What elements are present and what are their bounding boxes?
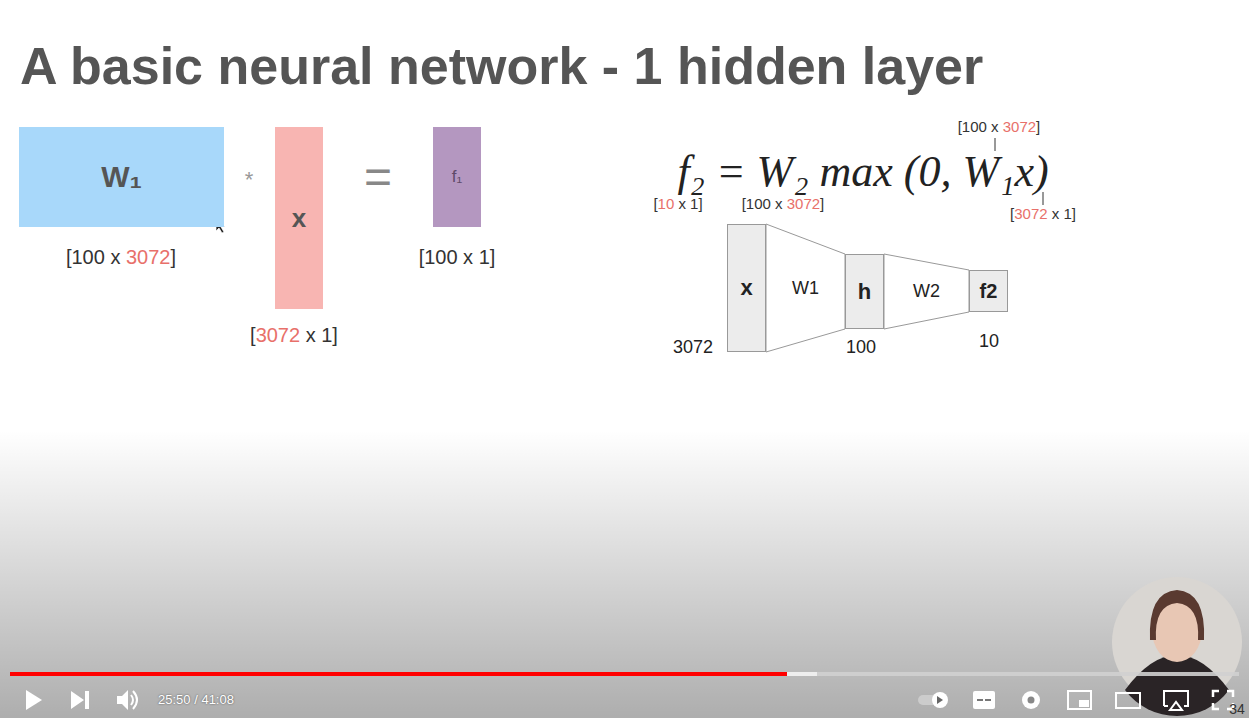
play-icon — [26, 690, 42, 710]
weight-trapezoid: W2 — [884, 254, 969, 329]
airplay-icon — [1164, 691, 1188, 710]
input-layer: x — [727, 224, 766, 352]
progress-track — [10, 672, 1239, 676]
node-text: h — [858, 279, 871, 305]
node-text: f2 — [980, 280, 998, 303]
settings-hole — [1028, 697, 1035, 704]
dimension-label: [100 x 1] — [419, 246, 496, 269]
autoplay-play — [937, 696, 943, 704]
miniplayer-inner — [1079, 700, 1089, 707]
input-vector: x — [275, 127, 323, 309]
subtitles-icon — [973, 691, 995, 709]
operator: = — [364, 149, 392, 204]
subtitles-line — [977, 699, 983, 701]
dimension-label: [3072 x 1] — [1010, 205, 1076, 222]
operator: * — [245, 167, 254, 192]
node-text: x — [292, 203, 306, 234]
trapezoid-shape — [884, 254, 969, 329]
node-text: f₁ — [452, 167, 462, 187]
slide-title: A basic neural network - 1 hidden layer — [20, 36, 983, 96]
weight-matrix: W₁ — [19, 127, 224, 227]
video-time: 25:50 / 41:08 — [158, 693, 234, 708]
weight-trapezoid: W1 — [766, 224, 845, 352]
next-icon — [71, 691, 89, 709]
node-text: W2 — [913, 281, 940, 302]
subtitles-line — [985, 699, 991, 701]
layer-size: 100 — [846, 337, 876, 358]
node-text: W1 — [792, 278, 819, 299]
dimension-label: [10 x 1] — [653, 195, 702, 212]
player-shade — [0, 430, 1249, 718]
dimension-label: [100 x 3072] — [742, 195, 825, 212]
node-text: x — [740, 275, 752, 301]
volume-waves — [131, 691, 137, 709]
formula: f₂ = W₂ max (0, W₁x) — [677, 147, 1048, 198]
dimension-label: [3072 x 1] — [250, 324, 338, 347]
layer-size: 10 — [979, 331, 999, 352]
trapezoid-shape — [766, 224, 845, 352]
layer-size: 3072 — [673, 337, 713, 358]
node-text: W₁ — [101, 160, 142, 194]
progress-played — [10, 672, 787, 676]
dimension-label: [100 x 3072] — [66, 246, 176, 269]
progress-buffer — [787, 672, 817, 676]
settings-icon — [1022, 691, 1040, 709]
miniplayer-icon — [1068, 691, 1091, 709]
volume-icon — [117, 690, 128, 710]
autoplay-knob — [932, 692, 948, 708]
hidden-layer: h — [845, 254, 884, 329]
output-layer: f2 — [969, 270, 1008, 312]
slide-number: 34 — [1229, 701, 1245, 717]
output-vector: f₁ — [433, 127, 481, 227]
webcam-bubble — [1112, 577, 1242, 716]
theater-icon — [1116, 693, 1140, 708]
dimension-label: [100 x 3072] — [958, 118, 1041, 135]
